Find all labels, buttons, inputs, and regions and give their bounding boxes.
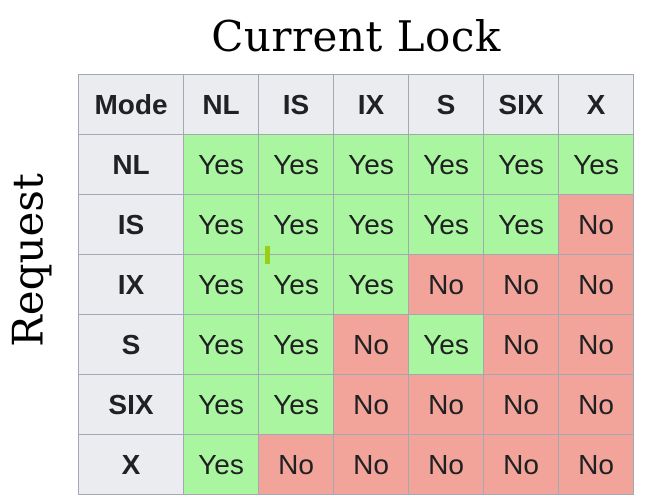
column-header: IX <box>333 74 409 135</box>
row-header: IX <box>78 254 184 315</box>
compatibility-cell: Yes <box>408 134 484 195</box>
compatibility-cell: Yes <box>258 374 334 435</box>
row-header: SIX <box>78 374 184 435</box>
compatibility-cell: No <box>483 314 559 375</box>
column-header: IS <box>258 74 334 135</box>
compatibility-cell: No <box>558 194 634 255</box>
compatibility-cell: No <box>408 434 484 495</box>
row-axis-label: Request <box>3 173 53 347</box>
compatibility-cell: No <box>333 434 409 495</box>
compatibility-cell: Yes <box>183 254 259 315</box>
compatibility-cell: Yes <box>558 134 634 195</box>
compatibility-cell: Yes <box>183 194 259 255</box>
compatibility-cell: No <box>333 374 409 435</box>
compatibility-cell: Yes <box>258 194 334 255</box>
compatibility-cell: No <box>483 254 559 315</box>
compatibility-cell: Yes <box>333 254 409 315</box>
corner-header: Mode <box>78 74 184 135</box>
column-header: X <box>558 74 634 135</box>
compatibility-cell: No <box>558 434 634 495</box>
compatibility-cell: No <box>408 254 484 315</box>
row-header: X <box>78 434 184 495</box>
diagram-title: Current Lock <box>211 12 501 61</box>
column-header: NL <box>183 74 259 135</box>
row-header: NL <box>78 134 184 195</box>
compatibility-cell: No <box>558 314 634 375</box>
header-row: Mode NL IS IX S SIX X <box>78 74 634 135</box>
compatibility-cell: No <box>483 434 559 495</box>
compatibility-cell: No <box>483 374 559 435</box>
row-header: IS <box>78 194 184 255</box>
compatibility-cell: Yes <box>483 194 559 255</box>
compatibility-cell: Yes <box>483 134 559 195</box>
compatibility-cell: No <box>333 314 409 375</box>
compatibility-cell: Yes <box>258 314 334 375</box>
compatibility-cell: Yes <box>183 374 259 435</box>
compatibility-cell: Yes <box>333 194 409 255</box>
column-header: S <box>408 74 484 135</box>
compatibility-cell: No <box>558 254 634 315</box>
compatibility-cell: No <box>558 374 634 435</box>
cursor-marker <box>265 246 270 264</box>
compatibility-cell: Yes <box>183 134 259 195</box>
row-header: S <box>78 314 184 375</box>
compatibility-cell: Yes <box>408 194 484 255</box>
column-header: SIX <box>483 74 559 135</box>
compatibility-cell: Yes <box>183 314 259 375</box>
compatibility-cell: Yes <box>408 314 484 375</box>
compatibility-cell: Yes <box>258 134 334 195</box>
compatibility-cell: No <box>258 434 334 495</box>
compatibility-cell: Yes <box>333 134 409 195</box>
compatibility-cell: Yes <box>183 434 259 495</box>
compatibility-cell: No <box>408 374 484 435</box>
